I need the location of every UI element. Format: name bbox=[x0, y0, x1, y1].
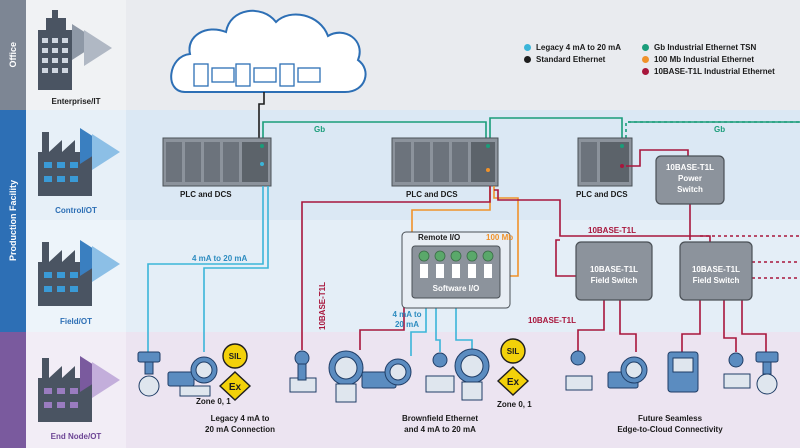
legend-dot-t1l bbox=[642, 68, 649, 75]
gb-middle-label: Gb bbox=[314, 125, 326, 134]
ma-middle-line2: 20 mA bbox=[394, 320, 419, 329]
endnode-sidebar bbox=[0, 332, 26, 448]
field-switch-left-line2: Field Switch bbox=[590, 276, 638, 285]
ma-middle-label: 4 mA to 20 mA bbox=[382, 310, 432, 330]
legend-dot-standard bbox=[524, 56, 531, 63]
field-ot-label: Field/OT bbox=[60, 317, 92, 326]
field-switch-right-device bbox=[679, 241, 753, 301]
gb-tsn-links bbox=[262, 117, 800, 138]
sil-badge-left: SIL bbox=[222, 343, 248, 369]
ex-badge-left: Ex bbox=[218, 371, 252, 401]
caption-legacy-line2: 20 mA Connection bbox=[205, 425, 275, 434]
enterprise-building-icon bbox=[38, 10, 112, 90]
field-switch-right-line1: 10BASE-T1L bbox=[691, 265, 740, 274]
legend-dot-gb-tsn bbox=[642, 44, 649, 51]
legend-label-t1l: 10BASE-T1L Industrial Ethernet bbox=[654, 67, 775, 76]
power-switch-line2: Power bbox=[677, 174, 702, 183]
power-switch-label: 10BASE-T1L Power Switch bbox=[656, 162, 724, 195]
sil-badge-middle: SIL bbox=[500, 338, 526, 364]
zone-middle-label: Zone 0, 1 bbox=[497, 400, 532, 409]
cloud-icon bbox=[170, 9, 367, 93]
plc-left-device bbox=[162, 137, 272, 187]
sil-badge-left-text: SIL bbox=[229, 352, 242, 361]
field-band bbox=[0, 220, 800, 332]
t1l-top-label: 10BASE-T1L bbox=[588, 226, 637, 235]
legend-label-legacy: Legacy 4 mA to 20 mA bbox=[536, 43, 622, 52]
ex-badge-middle-text: Ex bbox=[507, 377, 520, 388]
legend-item-t1l: 10BASE-T1L Industrial Ethernet bbox=[642, 67, 775, 76]
caption-brownfield-line1: Brownfield Ethernet bbox=[401, 414, 478, 423]
enterprise-it-label: Enterprise/IT bbox=[51, 97, 101, 106]
sil-badge-middle-text: SIL bbox=[507, 347, 520, 356]
plc-right-label: PLC and DCS bbox=[576, 190, 628, 199]
caption-brownfield: Brownfield Ethernet and 4 mA to 20 mA bbox=[380, 413, 500, 435]
control-ot-label: Control/OT bbox=[55, 206, 97, 215]
legend-item-legacy: Legacy 4 mA to 20 mA bbox=[524, 43, 621, 52]
field-switch-left-line1: 10BASE-T1L bbox=[589, 265, 638, 274]
t1l-links bbox=[301, 149, 800, 352]
zone-left-label: Zone 0, 1 bbox=[196, 397, 231, 406]
office-sidebar: Office bbox=[0, 0, 26, 110]
ma-left-label: 4 mA to 20 mA bbox=[192, 254, 248, 263]
plc-middle-label: PLC and DCS bbox=[406, 190, 458, 199]
caption-future-line1: Future Seamless bbox=[637, 414, 703, 423]
t1l-vertical-label: 10BASE-T1L bbox=[318, 281, 327, 330]
end-node-ot-label: End Node/OT bbox=[50, 432, 102, 441]
software-io-label: Software I/O bbox=[432, 284, 480, 293]
plc-middle-device bbox=[391, 137, 499, 187]
standard-ethernet-link bbox=[258, 92, 265, 138]
legend-label-standard: Standard Ethernet bbox=[536, 55, 606, 64]
field-switch-right-line2: Field Switch bbox=[692, 276, 740, 285]
field-instruments bbox=[137, 348, 779, 403]
factory-icon-control bbox=[38, 128, 120, 196]
plc-right-device bbox=[577, 137, 633, 187]
power-switch-device bbox=[655, 155, 725, 205]
100mb-label: 100 Mb bbox=[486, 233, 514, 242]
legend-item-100mb: 100 Mb Industrial Ethernet bbox=[642, 55, 754, 64]
ex-badge-left-text: Ex bbox=[229, 382, 242, 393]
caption-brownfield-line2: and 4 mA to 20 mA bbox=[404, 425, 476, 434]
ma-middle-line1: 4 mA to bbox=[392, 310, 422, 319]
legacy-4-20ma-links bbox=[147, 186, 473, 356]
legend-dot-legacy bbox=[524, 44, 531, 51]
legend-label-gb-tsn: Gb Industrial Ethernet TSN bbox=[654, 43, 757, 52]
caption-future: Future Seamless Edge-to-Cloud Connectivi… bbox=[600, 413, 740, 435]
legend-item-gb-tsn: Gb Industrial Ethernet TSN bbox=[642, 43, 756, 52]
factory-icon-endnode bbox=[38, 356, 120, 422]
field-switch-left-label: 10BASE-T1L Field Switch bbox=[576, 264, 652, 286]
power-switch-line3: Switch bbox=[677, 185, 703, 194]
ex-badge-middle: Ex bbox=[496, 366, 530, 396]
production-sidebar: Production Facility bbox=[0, 110, 26, 332]
remote-io-device bbox=[401, 231, 511, 309]
t1l-left-label: 10BASE-T1L bbox=[528, 316, 577, 325]
endnode-band bbox=[0, 332, 800, 448]
power-switch-line1: 10BASE-T1L bbox=[665, 163, 714, 172]
legend-dot-100mb bbox=[642, 56, 649, 63]
plc-left-label: PLC and DCS bbox=[180, 190, 232, 199]
caption-legacy-line1: Legacy 4 mA to bbox=[210, 414, 270, 423]
remote-io-title: Remote I/O bbox=[418, 233, 461, 242]
office-band bbox=[0, 0, 800, 110]
legend: Legacy 4 mA to 20 mA Standard Ethernet G… bbox=[524, 43, 799, 85]
caption-legacy: Legacy 4 mA to 20 mA Connection bbox=[180, 413, 300, 435]
gb-right-label: Gb bbox=[714, 125, 726, 134]
legend-label-100mb: 100 Mb Industrial Ethernet bbox=[654, 55, 755, 64]
legend-item-standard: Standard Ethernet bbox=[524, 55, 605, 64]
caption-future-line2: Edge-to-Cloud Connectivity bbox=[617, 425, 723, 434]
field-switch-right-label: 10BASE-T1L Field Switch bbox=[680, 264, 752, 286]
field-switch-left-device bbox=[575, 241, 653, 301]
factory-icon-field bbox=[38, 240, 120, 306]
